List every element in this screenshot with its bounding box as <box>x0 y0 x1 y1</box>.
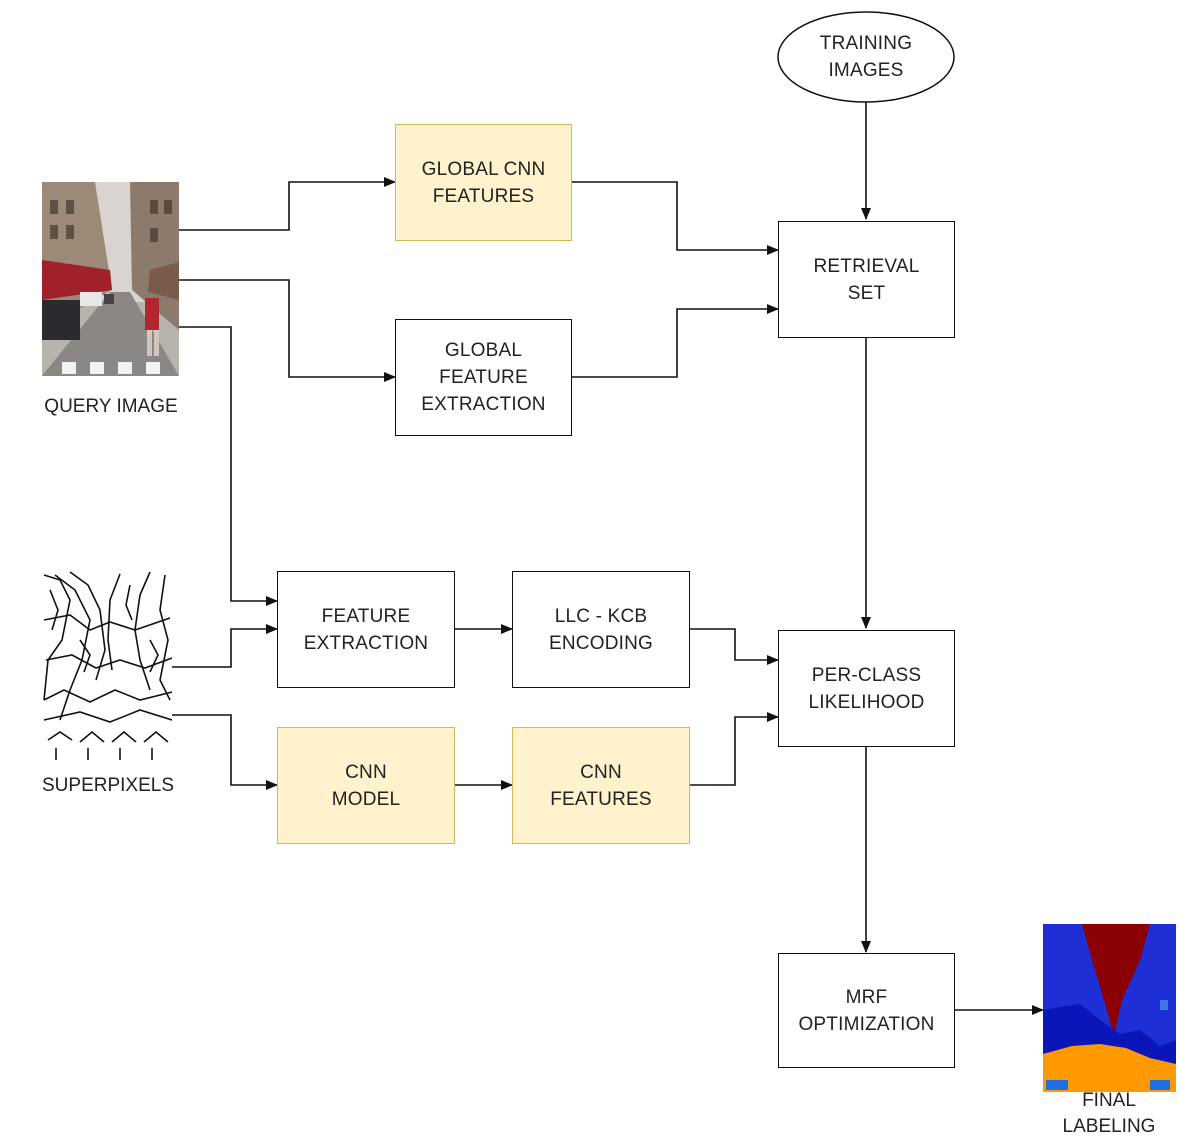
query-image-caption: QUERY IMAGE <box>44 396 178 417</box>
llc-kcb-encoding-box: LLC - KCB ENCODING <box>512 571 690 688</box>
superpixels-caption: SUPERPIXELS <box>42 775 174 796</box>
arrow-query-to-global-cnn <box>179 177 396 231</box>
arrow-global-cnn-to-retrieval <box>572 181 779 255</box>
arrow-global-feature-to-retrieval <box>572 304 779 378</box>
training-images-label: TRAINING IMAGES <box>819 33 913 81</box>
mrf-optimization-box: MRF OPTIMIZATION <box>778 953 955 1068</box>
global-cnn-features-box: GLOBAL CNN FEATURES <box>395 124 572 241</box>
arrow-query-to-feature-extraction <box>179 326 278 606</box>
final-labeling-caption: FINAL LABELING <box>1062 1090 1156 1137</box>
cnn-model-box: CNN MODEL <box>277 727 455 844</box>
arrow-cnn-features-to-likelihood <box>690 712 779 786</box>
retrieval-set-box: RETRIEVAL SET <box>778 221 955 338</box>
connectors <box>172 102 1044 1015</box>
final-labeling-image <box>1043 924 1176 1092</box>
feature-extraction-box: FEATURE EXTRACTION <box>277 571 455 688</box>
global-feature-extraction-box: GLOBAL FEATURE EXTRACTION <box>395 319 572 436</box>
per-class-likelihood-box: PER-CLASS LIKELIHOOD <box>778 630 955 747</box>
arrow-superpixels-to-feature-extraction <box>172 624 278 668</box>
superpixels-image <box>42 570 172 760</box>
arrow-llc-to-likelihood <box>690 628 779 665</box>
arrow-query-to-global-feature <box>179 279 396 382</box>
query-image <box>42 182 179 376</box>
arrow-superpixels-to-cnn-model <box>172 714 278 790</box>
cnn-features-box: CNN FEATURES <box>512 727 690 844</box>
